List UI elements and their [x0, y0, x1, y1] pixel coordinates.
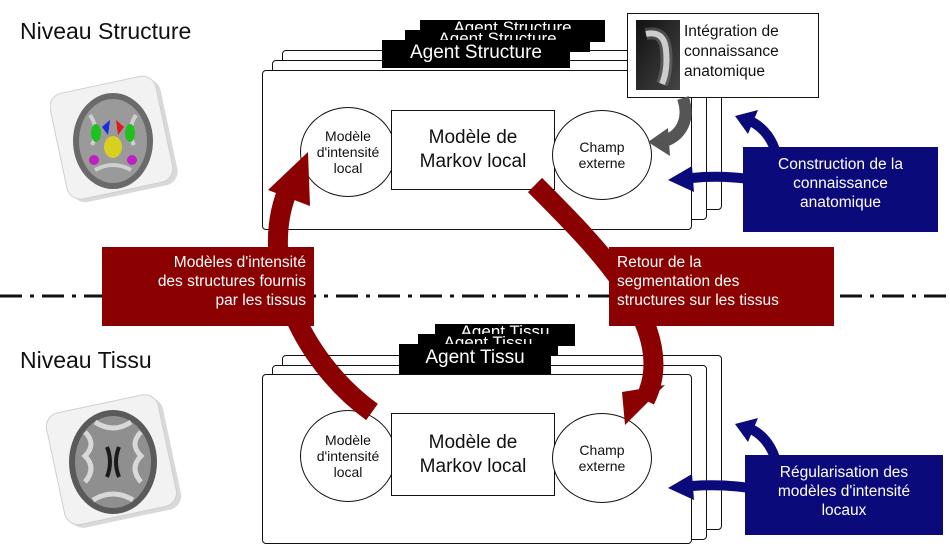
structure-agent-tab[interactable]: Agent Structure [382, 40, 570, 68]
anatomical-knowledge-construction-box: Construction de la connaissance anatomiq… [743, 147, 938, 232]
anatomical-prior-thumbnail [636, 20, 680, 90]
structure-external-field: Champ externe [552, 110, 652, 200]
intensity-models-from-tissue-box: Modèles d'intensité des structures fourn… [102, 247, 314, 326]
structure-brain-image [50, 75, 178, 203]
tissue-brain-image [45, 394, 182, 528]
tissue-level-title: Niveau Tissu [20, 347, 152, 373]
structure-markov-model: Modèle de Markov local [391, 110, 555, 190]
integration-knowledge-box: Intégration de connaissance anatomique [627, 13, 819, 98]
structure-level-title: Niveau Structure [20, 18, 192, 44]
tissue-markov-model: Modèle de Markov local [391, 413, 555, 496]
tissue-external-field: Champ externe [552, 413, 652, 503]
segmentation-feedback-box: Retour de la segmentation des structures… [609, 247, 834, 326]
tissue-agent-tab[interactable]: Agent Tissu [399, 344, 551, 374]
structure-local-intensity-model: Modèle d'intensité local [300, 107, 396, 197]
integration-knowledge-label: Intégration de connaissance anatomique [684, 23, 779, 80]
tissue-local-intensity-model: Modèle d'intensité local [300, 410, 396, 502]
intensity-model-regularization-box: Régularisation des modèles d'intensité l… [745, 455, 943, 535]
